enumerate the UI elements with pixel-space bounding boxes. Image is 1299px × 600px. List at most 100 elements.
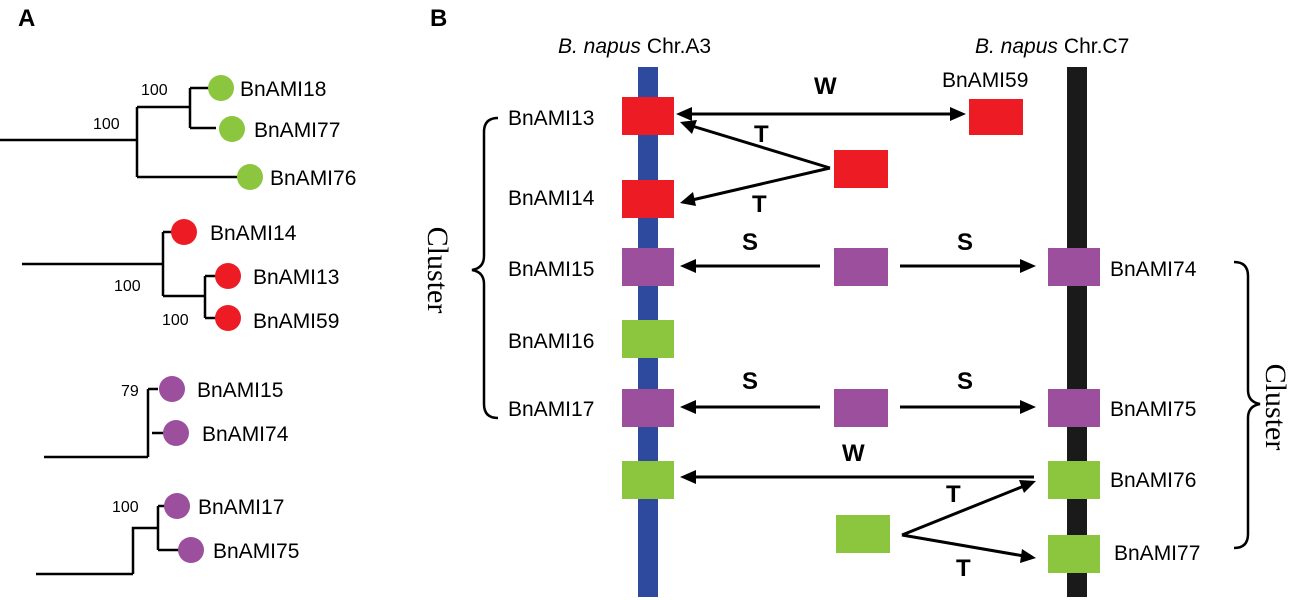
chr-c7-name: Chr.C7 (1064, 35, 1129, 58)
gene-box-bnami76 (1048, 461, 1100, 499)
bootstrap-value: 100 (114, 278, 141, 295)
leaf-marker-purple (159, 376, 185, 402)
ancestral-purple-box-2 (834, 389, 888, 427)
leaf-marker-purple (164, 493, 190, 519)
arrowhead (950, 107, 966, 121)
tree-red-clade: 100 100 BnAMI14 BnAMI13 BnAMI59 (22, 219, 339, 333)
arrowhead (680, 400, 696, 414)
gene-label-bnami77: BnAMI77 (1114, 542, 1200, 565)
leaf-marker-red (171, 219, 197, 245)
tree-purple-clade-2: 100 BnAMI17 BnAMI75 (36, 493, 299, 576)
leaf-label: BnAMI15 (197, 379, 283, 402)
leaf-label: BnAMI18 (240, 78, 326, 101)
gene-box-bnami59 (969, 99, 1023, 135)
duplication-arrows (676, 107, 1036, 563)
ancestral-red-box (834, 150, 888, 188)
event-label-s: S (742, 368, 758, 395)
arrowhead (1020, 259, 1036, 273)
gene-box-bnami15 (622, 248, 674, 286)
leaf-label: BnAMI74 (202, 423, 289, 446)
event-label-t: T (946, 481, 961, 508)
ancestral-purple-box-1 (834, 248, 888, 286)
leaf-label: BnAMI17 (198, 496, 284, 519)
panel-a: A 100 100 BnAMI18 BnAMI77 BnAMI76 100 10… (0, 5, 356, 576)
arrowhead (680, 120, 697, 134)
bootstrap-value: 100 (162, 312, 189, 329)
tree-green-clade: 100 100 BnAMI18 BnAMI77 BnAMI76 (0, 75, 356, 190)
leaf-marker-purple (178, 537, 204, 563)
event-label-s: S (957, 229, 973, 256)
leaf-marker-purple (163, 420, 189, 446)
leaf-label: BnAMI76 (270, 167, 356, 190)
cluster-brace-left (471, 116, 499, 420)
leaf-label: BnAMI77 (254, 119, 340, 142)
chr-a3-name: Chr.A3 (647, 35, 711, 58)
bootstrap-value: 100 (93, 116, 120, 133)
panel-b-label: B (430, 5, 447, 32)
chr-a3-species: B. napus (558, 35, 641, 58)
leaf-label: BnAMI59 (253, 310, 339, 333)
gene-label-bnami59: BnAMI59 (942, 69, 1028, 92)
gene-label-bnami15: BnAMI15 (508, 258, 594, 281)
arrowhead (1020, 549, 1036, 563)
gene-label-bnami13: BnAMI13 (508, 107, 594, 130)
gene-box-bnami74 (1048, 248, 1100, 286)
cluster-label-left: Cluster (421, 227, 454, 314)
tree-branches-red (22, 230, 222, 320)
bootstrap-value: 100 (112, 499, 139, 516)
gene-label-bnami17: BnAMI17 (508, 398, 594, 421)
tree-purple-clade-1: 79 BnAMI15 BnAMI74 (44, 376, 289, 459)
arrowhead (676, 107, 692, 121)
leaf-label: BnAMI13 (253, 266, 339, 289)
arrow-t-to-76 (901, 484, 1025, 537)
gene-label-bnami74: BnAMI74 (1110, 258, 1197, 281)
event-label-w: W (842, 440, 865, 467)
panel-a-label: A (18, 5, 35, 32)
tree-branches-purple-1 (44, 387, 168, 459)
arrowhead (1020, 400, 1036, 414)
leaf-marker-green (237, 164, 263, 190)
gene-box-bnami77 (1048, 535, 1100, 573)
gene-label-bnami14: BnAMI14 (508, 187, 595, 210)
event-label-t: T (956, 555, 971, 582)
gene-label-bnami16: BnAMI16 (508, 330, 594, 353)
event-label-t: T (754, 121, 769, 148)
arrowhead (680, 192, 696, 206)
cluster-brace-right (1233, 260, 1261, 550)
chr-c7-species: B. napus (975, 35, 1058, 58)
arrowhead (680, 259, 696, 273)
arrowhead (680, 470, 696, 484)
event-label-s: S (957, 368, 973, 395)
chromosome-c7-bar (1067, 67, 1087, 597)
tree-branches-green (0, 86, 244, 179)
leaf-label: BnAMI14 (210, 222, 297, 245)
gene-box-bnami75 (1048, 389, 1100, 427)
gene-box-bnami14 (622, 180, 674, 218)
event-label-w: W (814, 73, 837, 100)
leaf-label: BnAMI75 (213, 540, 299, 563)
arrow-t-to-14 (691, 166, 831, 202)
chr-c7-title: B. napus Chr.C7 (975, 35, 1129, 58)
leaf-marker-red (215, 263, 241, 289)
gene-box-a3-unlabeled (622, 461, 674, 499)
ancestral-green-box (836, 515, 890, 553)
arrowhead (1019, 480, 1036, 493)
event-label-s: S (742, 229, 758, 256)
gene-label-bnami75: BnAMI75 (1110, 398, 1196, 421)
arrow-t-to-13 (691, 124, 831, 170)
cluster-label-right: Cluster (1259, 364, 1292, 451)
chr-a3-title: B. napus Chr.A3 (558, 35, 711, 58)
leaf-marker-green (219, 116, 245, 142)
gene-box-bnami17 (622, 389, 674, 427)
leaf-marker-green (208, 75, 234, 101)
bootstrap-value: 100 (141, 82, 168, 99)
leaf-marker-red (215, 305, 241, 331)
tree-branches-purple-2 (36, 504, 182, 576)
gene-label-bnami76: BnAMI76 (1110, 469, 1196, 492)
bootstrap-value: 79 (121, 383, 139, 400)
gene-box-bnami13 (622, 97, 674, 135)
gene-box-bnami16 (622, 320, 674, 358)
arrow-t-to-77 (901, 533, 1025, 558)
